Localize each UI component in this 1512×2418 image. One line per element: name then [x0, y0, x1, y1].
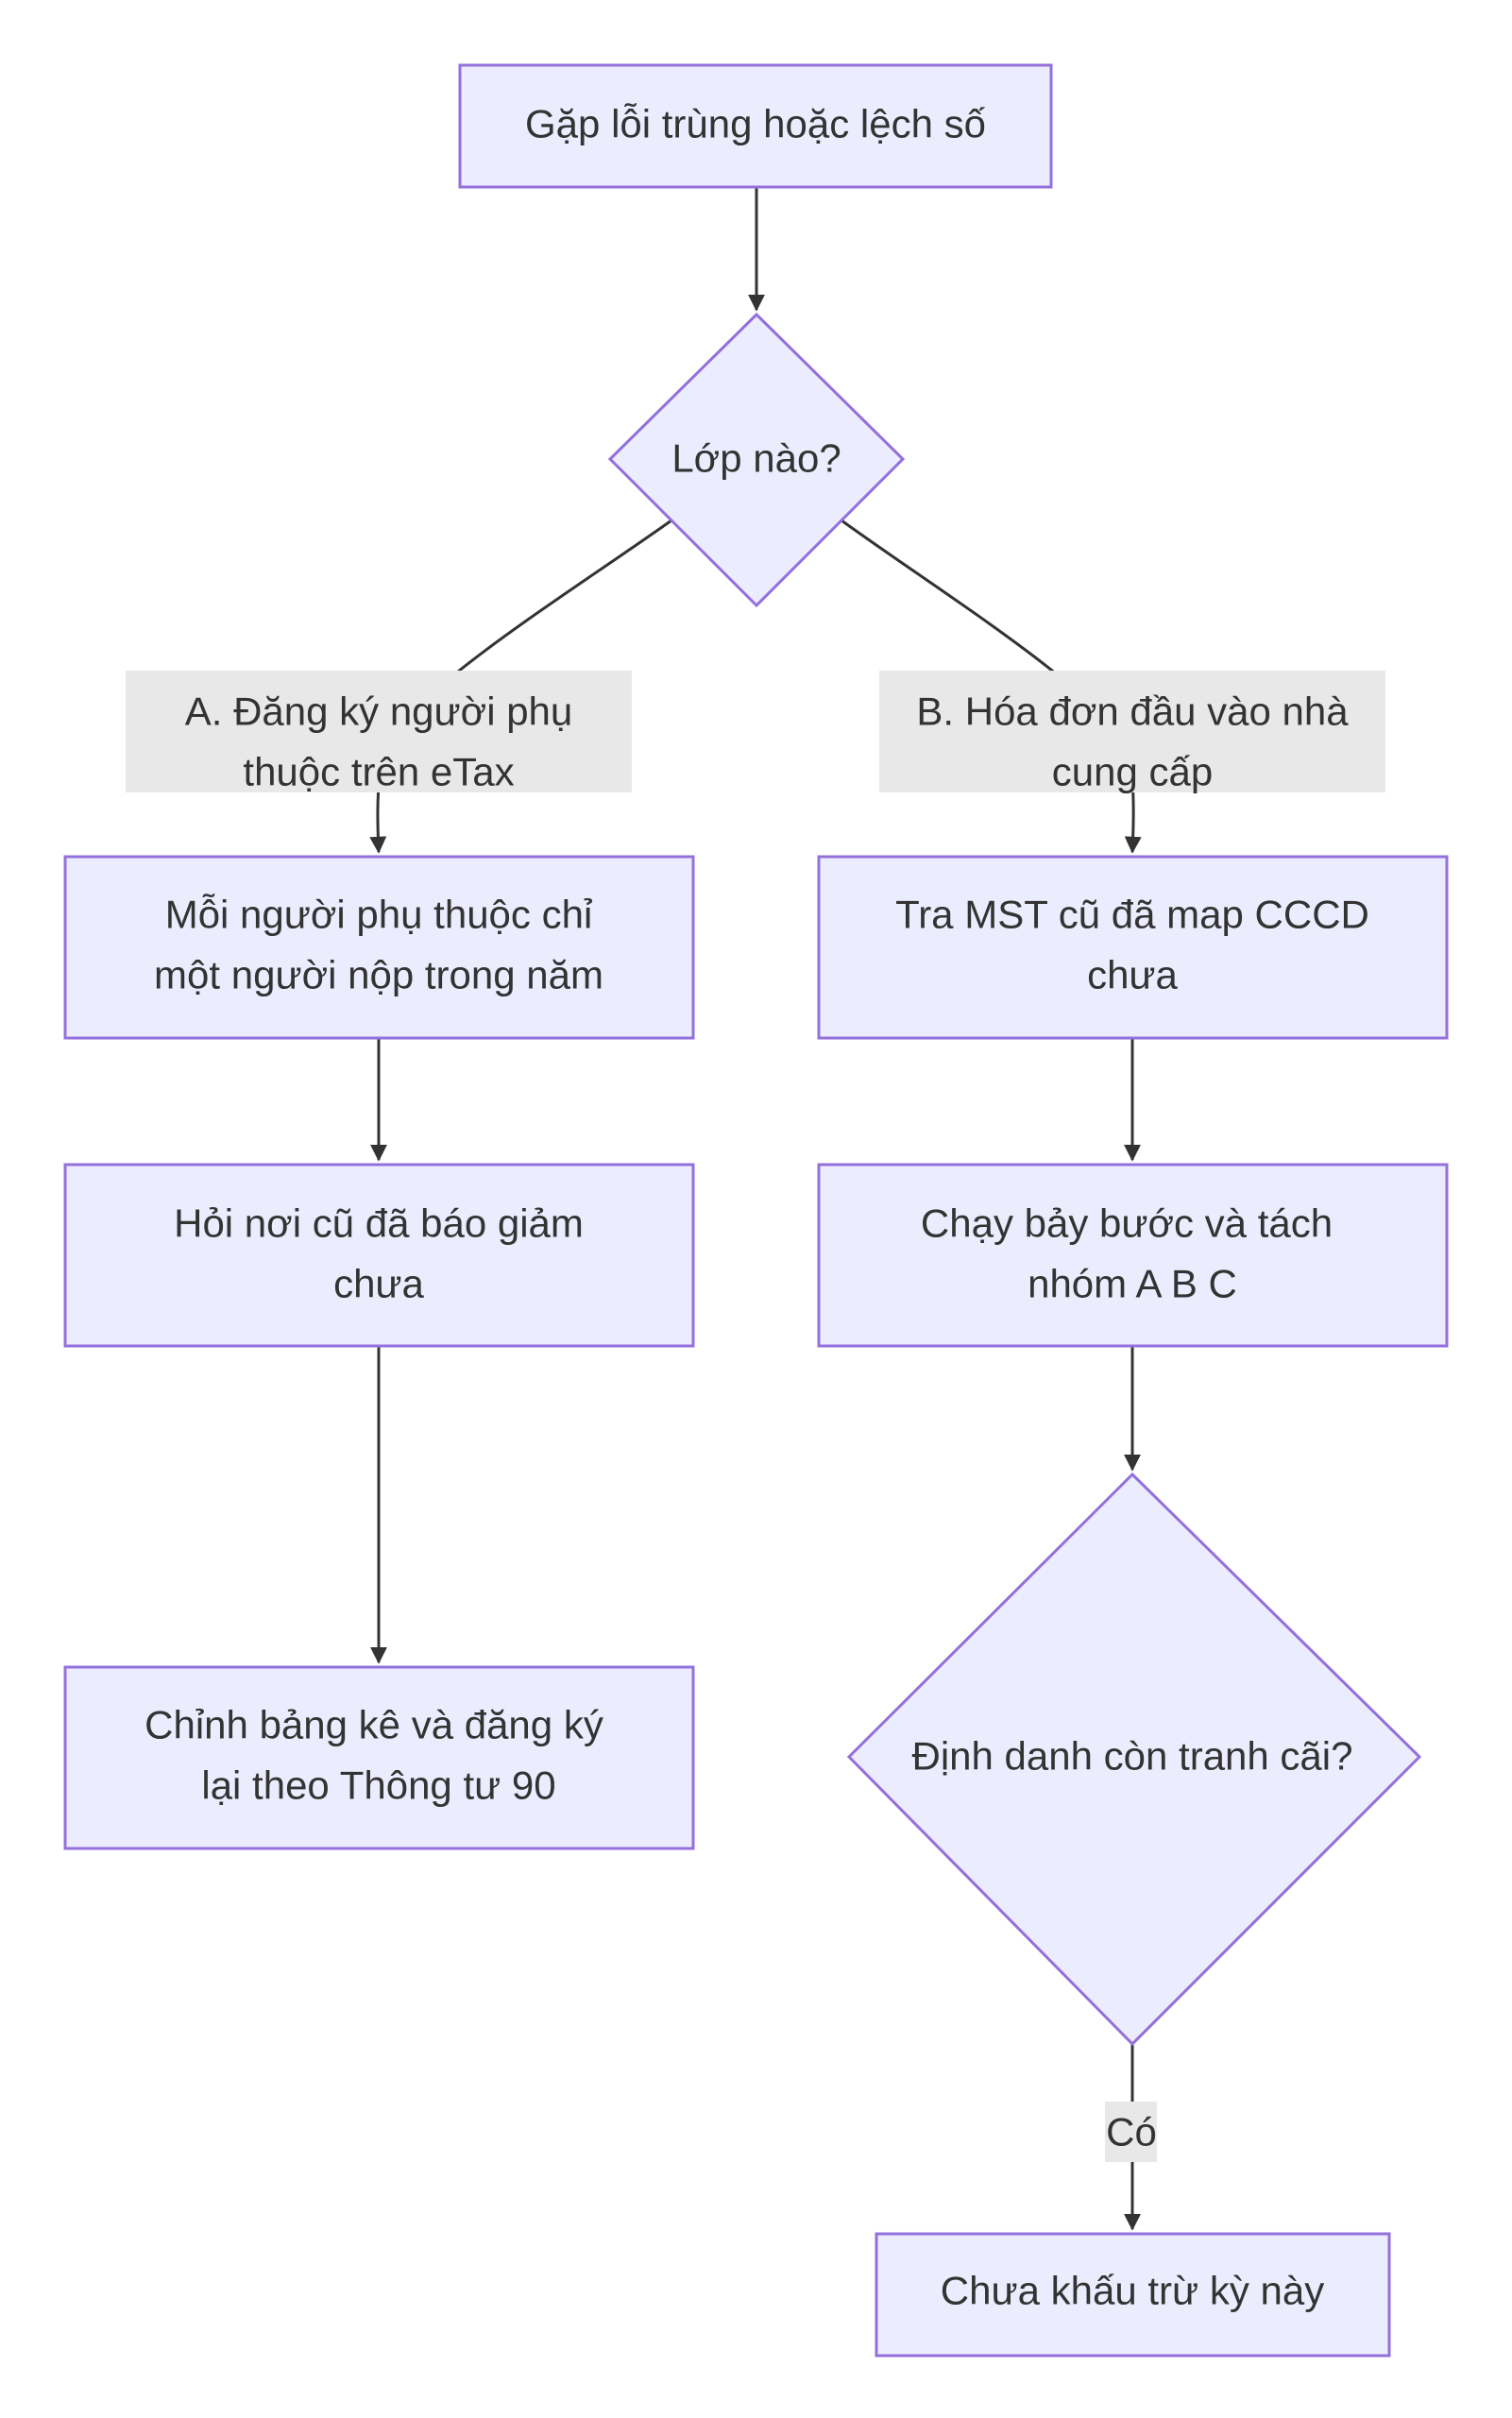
node-decision-layer-label: Lớp nào?: [671, 436, 841, 481]
edge-label-branch-b-line2: cung cấp: [1052, 750, 1213, 794]
edge-label-branch-b-line1: B. Hóa đơn đầu vào nhà: [916, 690, 1349, 734]
node-a3: Chỉnh bảng kê và đăng ký lại theo Thông …: [63, 1665, 695, 1850]
node-b3: Chưa khấu trừ kỳ này: [875, 2232, 1391, 2358]
node-b2: Chạy bảy bước và tách nhóm A B C: [817, 1163, 1449, 1348]
node-b2-line2: nhóm A B C: [1028, 1262, 1237, 1306]
node-start-label: Gặp lỗi trùng hoặc lệch số: [525, 102, 986, 146]
node-decision-identity-label: Định danh còn tranh cãi?: [912, 1734, 1353, 1779]
node-decision-layer: Lớp nào?: [607, 312, 906, 608]
node-a2-line1: Hỏi nơi cũ đã báo giảm: [174, 1201, 584, 1246]
node-start: Gặp lỗi trùng hoặc lệch số: [458, 63, 1053, 189]
node-a2: Hỏi nơi cũ đã báo giảm chưa: [63, 1163, 695, 1348]
node-a1: Mỗi người phụ thuộc chỉ một người nộp tr…: [63, 855, 695, 1040]
node-a1-line1: Mỗi người phụ thuộc chỉ: [165, 893, 593, 937]
node-a1-line2: một người nộp trong năm: [154, 953, 603, 997]
edge-label-branch-a: A. Đăng ký người phụ thuộc trên eTax: [126, 671, 632, 794]
node-a2-line2: chưa: [333, 1262, 424, 1306]
node-b1-line2: chưa: [1087, 953, 1178, 997]
node-a3-line1: Chỉnh bảng kê và đăng ký: [144, 1703, 603, 1747]
node-b1-line1: Tra MST cũ đã map CCCD: [895, 893, 1369, 937]
edge-label-yes: Có: [1105, 2102, 1157, 2162]
node-a3-line2: lại theo Thông tư 90: [201, 1763, 555, 1808]
edge-label-yes-text: Có: [1106, 2110, 1157, 2154]
edge-label-branch-a-line1: A. Đăng ký người phụ: [185, 690, 573, 734]
node-b3-label: Chưa khấu trừ kỳ này: [941, 2269, 1324, 2313]
node-b1: Tra MST cũ đã map CCCD chưa: [817, 855, 1449, 1040]
node-decision-identity: Định danh còn tranh cãi?: [846, 1472, 1422, 2047]
edge-label-branch-b: B. Hóa đơn đầu vào nhà cung cấp: [879, 671, 1385, 794]
edge-label-branch-a-line2: thuộc trên eTax: [243, 750, 514, 794]
node-b2-line1: Chạy bảy bước và tách: [921, 1201, 1333, 1246]
